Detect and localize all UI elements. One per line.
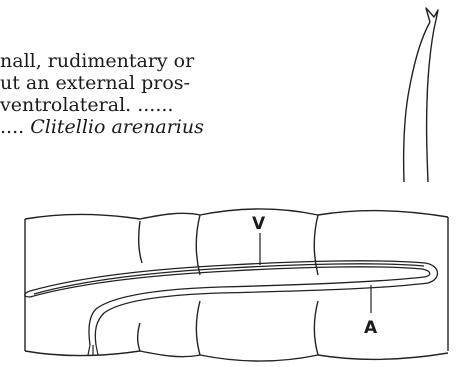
label-pointers — [260, 233, 371, 313]
key-line-3: ventrolateral. ...... — [0, 94, 370, 116]
key-line-1: nall, rudimentary or — [0, 50, 370, 72]
leader-dots: .... — [0, 116, 30, 138]
key-line-4: .... Clitellio arenarius — [0, 116, 370, 138]
label-v: V — [252, 214, 266, 234]
species-name: Clitellio arenarius — [30, 116, 204, 138]
seta-illustration — [376, 6, 456, 182]
tube-ends — [25, 291, 98, 355]
label-a: A — [364, 318, 378, 338]
key-line-2: ut an external pros- — [0, 72, 370, 94]
worm-anatomy-figure: V A — [0, 205, 464, 367]
key-text-block: nall, rudimentary or ut an external pros… — [0, 50, 370, 138]
